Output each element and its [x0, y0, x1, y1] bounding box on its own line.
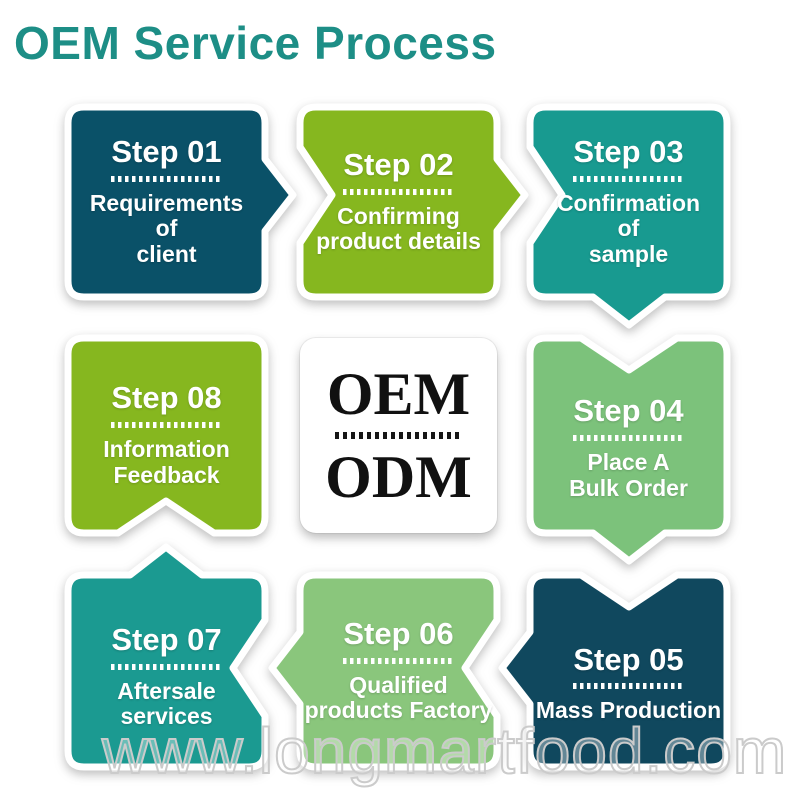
step-08-shape: [64, 334, 269, 537]
step-04-shape: [526, 334, 731, 565]
watermark: www.longmartfood.com: [101, 714, 788, 788]
step-01-shape: [64, 103, 297, 301]
step-03-shape: [526, 103, 731, 329]
step-07-shape: [64, 543, 269, 771]
oem-label: OEM: [326, 361, 471, 427]
step-06-shape: [268, 571, 501, 771]
step-05-shape: [498, 571, 731, 771]
step-02-shape: [296, 103, 529, 301]
oem-odm-box: OEM ODM: [300, 338, 497, 533]
page-title: OEM Service Process: [14, 17, 497, 69]
odm-label: ODM: [325, 444, 472, 510]
center-divider: [334, 432, 463, 439]
